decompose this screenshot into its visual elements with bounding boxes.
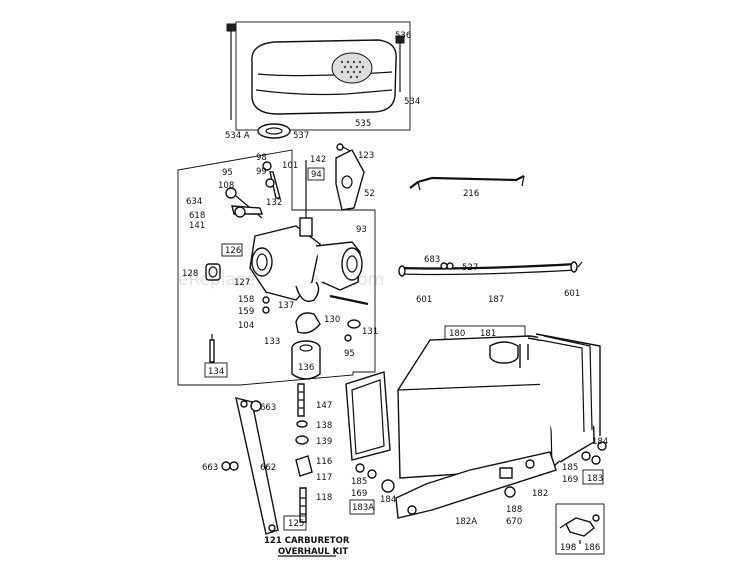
kit-label-line2: OVERHAUL KIT xyxy=(278,547,348,557)
label-534: 534 xyxy=(404,97,420,107)
throttle-link xyxy=(409,175,525,191)
label-169-left: 169 xyxy=(351,489,367,499)
carburetor-group-outline xyxy=(177,149,376,386)
label-601-left: 601 xyxy=(416,295,432,305)
label-136: 136 xyxy=(298,363,314,373)
label-130: 130 xyxy=(324,315,340,325)
label-138: 138 xyxy=(316,421,332,431)
label-118: 118 xyxy=(316,493,332,503)
fuel-line xyxy=(398,261,583,277)
label-663-bottom: 663 xyxy=(202,463,218,473)
label-601-right: 601 xyxy=(564,289,580,299)
label-132: 132 xyxy=(266,198,282,208)
label-216: 216 xyxy=(463,189,479,199)
label-142: 142 xyxy=(310,155,326,165)
label-186: 186 xyxy=(584,543,600,553)
label-183: 183 xyxy=(587,474,603,484)
label-94: 94 xyxy=(311,170,322,180)
label-169-right: 169 xyxy=(562,475,578,485)
label-184-left: 184 xyxy=(380,495,396,505)
label-683: 683 xyxy=(424,255,440,265)
label-128: 128 xyxy=(182,269,198,279)
label-125: 125 xyxy=(288,519,304,529)
label-182: 182 xyxy=(532,489,548,499)
label-93: 93 xyxy=(356,225,367,235)
label-127: 127 xyxy=(234,278,250,288)
label-123: 123 xyxy=(358,151,374,161)
label-537: 537 xyxy=(293,131,309,141)
label-134: 134 xyxy=(208,367,224,377)
label-104: 104 xyxy=(238,321,254,331)
label-180: 180 xyxy=(449,329,465,339)
label-670: 670 xyxy=(506,517,522,527)
carburetor-body xyxy=(205,143,369,380)
label-131: 131 xyxy=(362,327,378,337)
label-527: 527 xyxy=(462,263,478,273)
label-126: 126 xyxy=(225,246,241,256)
label-95-top: 95 xyxy=(222,168,233,178)
label-108: 108 xyxy=(218,181,234,191)
label-198: 198 xyxy=(560,543,576,553)
label-185-right: 185 xyxy=(562,463,578,473)
label-95-bottom: 95 xyxy=(344,349,355,359)
label-98: 98 xyxy=(256,153,267,163)
label-117: 117 xyxy=(316,473,332,483)
label-159: 159 xyxy=(238,307,254,317)
label-101: 101 xyxy=(282,161,298,171)
label-634: 634 xyxy=(186,197,202,207)
label-183a: 183A xyxy=(352,503,374,513)
lower-carb-parts xyxy=(221,383,313,535)
fuel-fitting xyxy=(555,503,605,555)
label-52: 52 xyxy=(364,189,375,199)
label-133: 133 xyxy=(264,337,280,347)
label-187: 187 xyxy=(488,295,504,305)
air-cleaner-assembly xyxy=(226,21,411,139)
label-663-top: 663 xyxy=(260,403,276,413)
label-147: 147 xyxy=(316,401,332,411)
label-182a: 182A xyxy=(455,517,477,527)
label-534a: 534 A xyxy=(225,131,250,141)
label-536: 536 xyxy=(395,31,411,41)
label-141: 141 xyxy=(189,221,205,231)
label-181: 181 xyxy=(480,329,496,339)
fuel-tank-assembly xyxy=(345,325,607,519)
label-99: 99 xyxy=(256,167,267,177)
kit-label-line1: 121 CARBURETOR xyxy=(264,536,350,546)
label-535: 535 xyxy=(355,119,371,129)
label-158: 158 xyxy=(238,295,254,305)
label-116: 116 xyxy=(316,457,332,467)
label-184-right: 184 xyxy=(592,437,608,447)
label-185-left: 185 xyxy=(351,477,367,487)
label-662: 662 xyxy=(260,463,276,473)
label-139: 139 xyxy=(316,437,332,447)
label-137: 137 xyxy=(278,301,294,311)
label-618: 618 xyxy=(189,211,205,221)
label-188: 188 xyxy=(506,505,522,515)
